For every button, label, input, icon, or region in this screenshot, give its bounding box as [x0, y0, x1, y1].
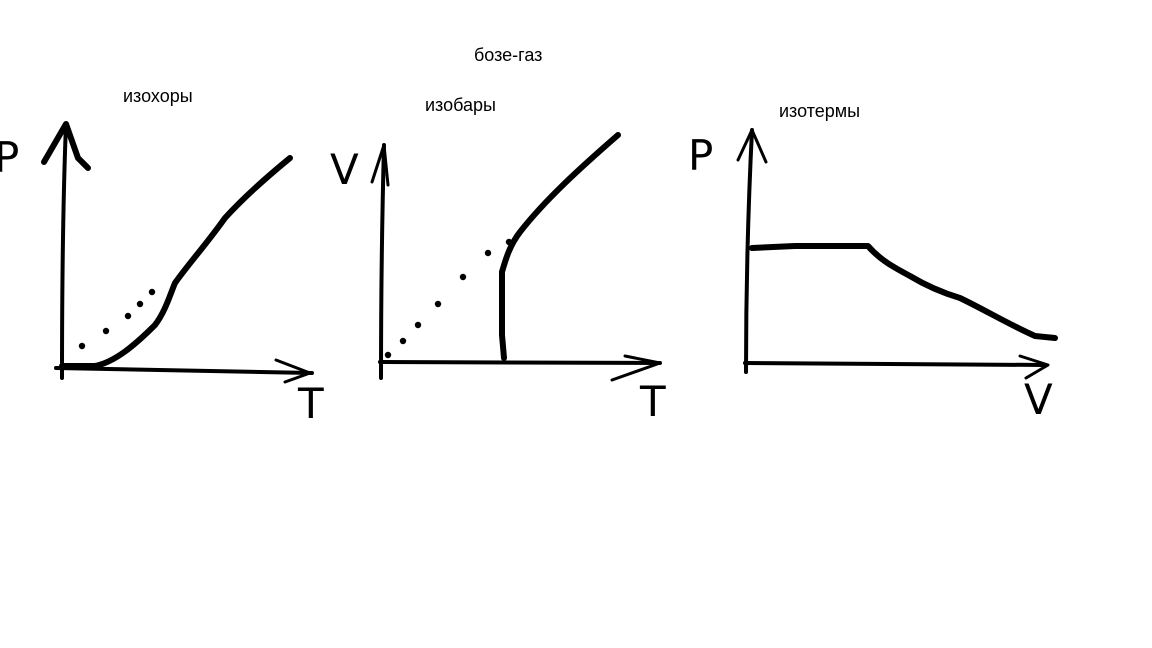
y-axis-line: [379, 143, 386, 380]
x-axis-line: [743, 361, 1047, 367]
x-axis-arrowhead: [274, 358, 312, 384]
panel-isochores: P T: [0, 121, 324, 428]
panel-isotherms: P V: [688, 128, 1058, 424]
y-axis-line: [744, 128, 754, 374]
y-axis-letter: P: [688, 131, 713, 180]
x-axis-letter: T: [639, 377, 666, 426]
x-axis-line: [378, 360, 662, 365]
panel-label-isochores: изохоры: [123, 86, 193, 106]
isotherm-curve: [749, 243, 1058, 341]
panel-label-isotherms: изотермы: [779, 101, 861, 121]
y-axis-line: [60, 122, 68, 380]
x-axis-arrowhead: [610, 354, 662, 382]
x-axis-line: [54, 366, 314, 375]
y-axis-letter: P: [0, 133, 19, 182]
x-axis-arrowhead: [1018, 354, 1050, 380]
isobar-vertical-segment: [499, 269, 507, 361]
diagram-title: бозе-газ: [474, 45, 543, 65]
y-axis-arrowhead: [41, 121, 91, 171]
isobar-dotted-line: [384, 238, 513, 359]
y-axis-arrowhead: [736, 128, 768, 164]
x-axis-letter: V: [1024, 375, 1053, 424]
x-axis-letter: T: [297, 379, 324, 428]
y-axis-arrowhead: [370, 143, 390, 187]
isobar-curve: [499, 132, 621, 275]
y-axis-letter: V: [330, 145, 359, 194]
panel-label-isobars: изобары: [425, 95, 496, 115]
isochore-dotted-line: [78, 288, 156, 350]
panel-isobars: V T: [330, 132, 666, 426]
isochore-curve: [59, 155, 293, 369]
